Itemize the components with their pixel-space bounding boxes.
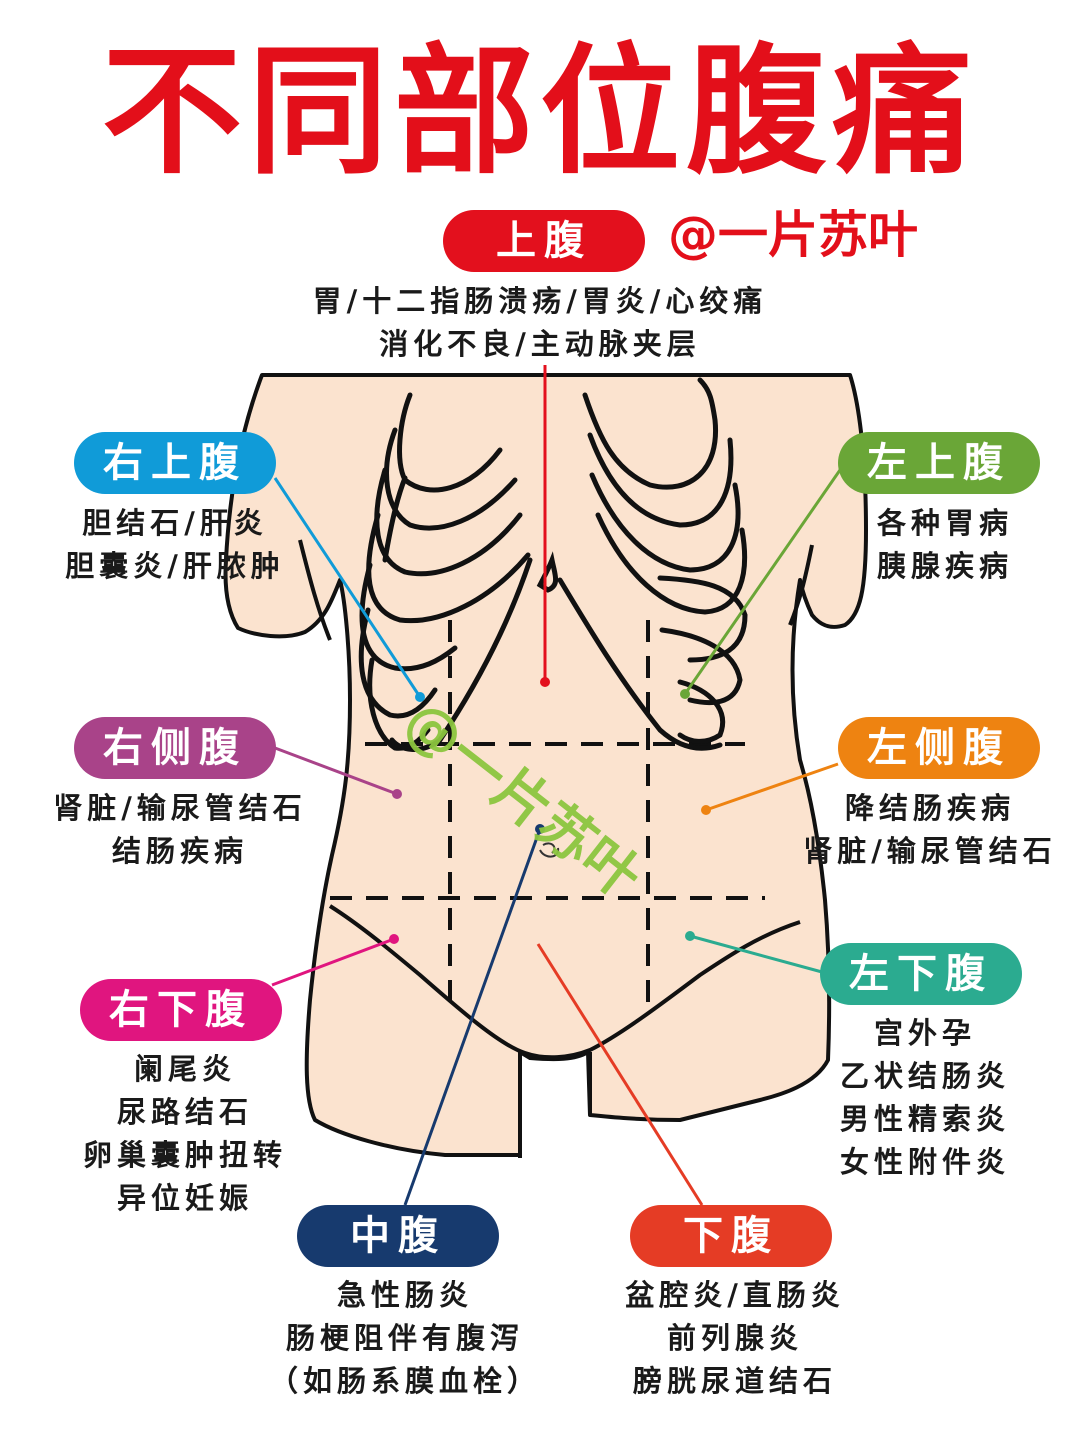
leader-lines	[271, 365, 842, 1206]
desc-line: 盆腔炎/直肠炎	[625, 1278, 845, 1312]
desc-line: 胃/十二指肠溃疡/胃炎/心绞痛	[312, 284, 768, 318]
desc-left-upper-abdomen: 各种胃病 胰腺疾病	[845, 502, 1045, 588]
desc-line: 肾脏/输尿管结石	[53, 791, 307, 825]
desc-right-lower-abdomen: 阑尾炎 尿路结石 卵巢囊肿扭转 异位妊娠	[50, 1048, 320, 1220]
desc-line: 胆结石/肝炎	[82, 506, 268, 540]
desc-line: 前列腺炎	[666, 1321, 803, 1355]
label-upper-abdomen: 上腹	[443, 210, 645, 272]
desc-left-side-abdomen: 降结肠疾病 肾脏/输尿管结石	[785, 787, 1075, 873]
desc-middle-abdomen: 急性肠炎 肠梗阻伴有腹泻 （如肠系膜血栓）	[240, 1274, 570, 1403]
desc-line: 尿路结石	[116, 1095, 253, 1129]
page-title: 不同部位腹痛	[101, 31, 978, 194]
desc-right-upper-abdomen: 胆结石/肝炎 胆囊炎/肝脓肿	[40, 502, 310, 588]
desc-line: （如肠系膜血栓）	[268, 1364, 541, 1398]
label-lower-abdomen: 下腹	[630, 1205, 832, 1267]
desc-line: 肾脏/输尿管结石	[803, 834, 1057, 868]
desc-right-side-abdomen: 肾脏/输尿管结石 结肠疾病	[30, 787, 330, 873]
region-dots	[389, 677, 711, 944]
desc-line: 肠梗阻伴有腹泻	[285, 1321, 524, 1355]
desc-line: 膀胱尿道结石	[632, 1364, 837, 1398]
desc-line: 胰腺疾病	[876, 549, 1013, 583]
desc-line: 降结肠疾病	[844, 791, 1015, 825]
desc-upper-abdomen: 胃/十二指肠溃疡/胃炎/心绞痛 消化不良/主动脉夹层	[240, 280, 840, 366]
desc-left-lower-abdomen: 宫外孕 乙状结肠炎 男性精索炎 女性附件炎	[800, 1012, 1050, 1184]
desc-line: 结肠疾病	[111, 834, 248, 868]
desc-line: 女性附件炎	[839, 1145, 1010, 1179]
desc-line: 乙状结肠炎	[839, 1059, 1010, 1093]
label-left-lower-abdomen: 左下腹	[820, 943, 1022, 1005]
desc-line: 消化不良/主动脉夹层	[379, 327, 701, 361]
desc-line: 阑尾炎	[133, 1052, 236, 1086]
desc-line: 宫外孕	[873, 1016, 976, 1050]
desc-lower-abdomen: 盆腔炎/直肠炎 前列腺炎 膀胱尿道结石	[590, 1274, 880, 1403]
label-right-upper-abdomen: 右上腹	[74, 432, 276, 494]
label-left-upper-abdomen: 左上腹	[838, 432, 1040, 494]
region-grid	[330, 620, 765, 1005]
ribcage	[358, 377, 748, 752]
author-watermark: @一片苏叶	[668, 206, 918, 264]
label-left-side-abdomen: 左侧腹	[838, 717, 1040, 779]
desc-line: 异位妊娠	[116, 1181, 253, 1215]
desc-line: 男性精索炎	[839, 1102, 1010, 1136]
desc-line: 各种胃病	[876, 506, 1013, 540]
label-right-side-abdomen: 右侧腹	[74, 717, 276, 779]
desc-line: 急性肠炎	[336, 1278, 473, 1312]
label-right-lower-abdomen: 右下腹	[80, 979, 282, 1041]
label-middle-abdomen: 中腹	[297, 1205, 499, 1267]
desc-line: 卵巢囊肿扭转	[82, 1138, 287, 1172]
desc-line: 胆囊炎/肝脓肿	[65, 549, 285, 583]
